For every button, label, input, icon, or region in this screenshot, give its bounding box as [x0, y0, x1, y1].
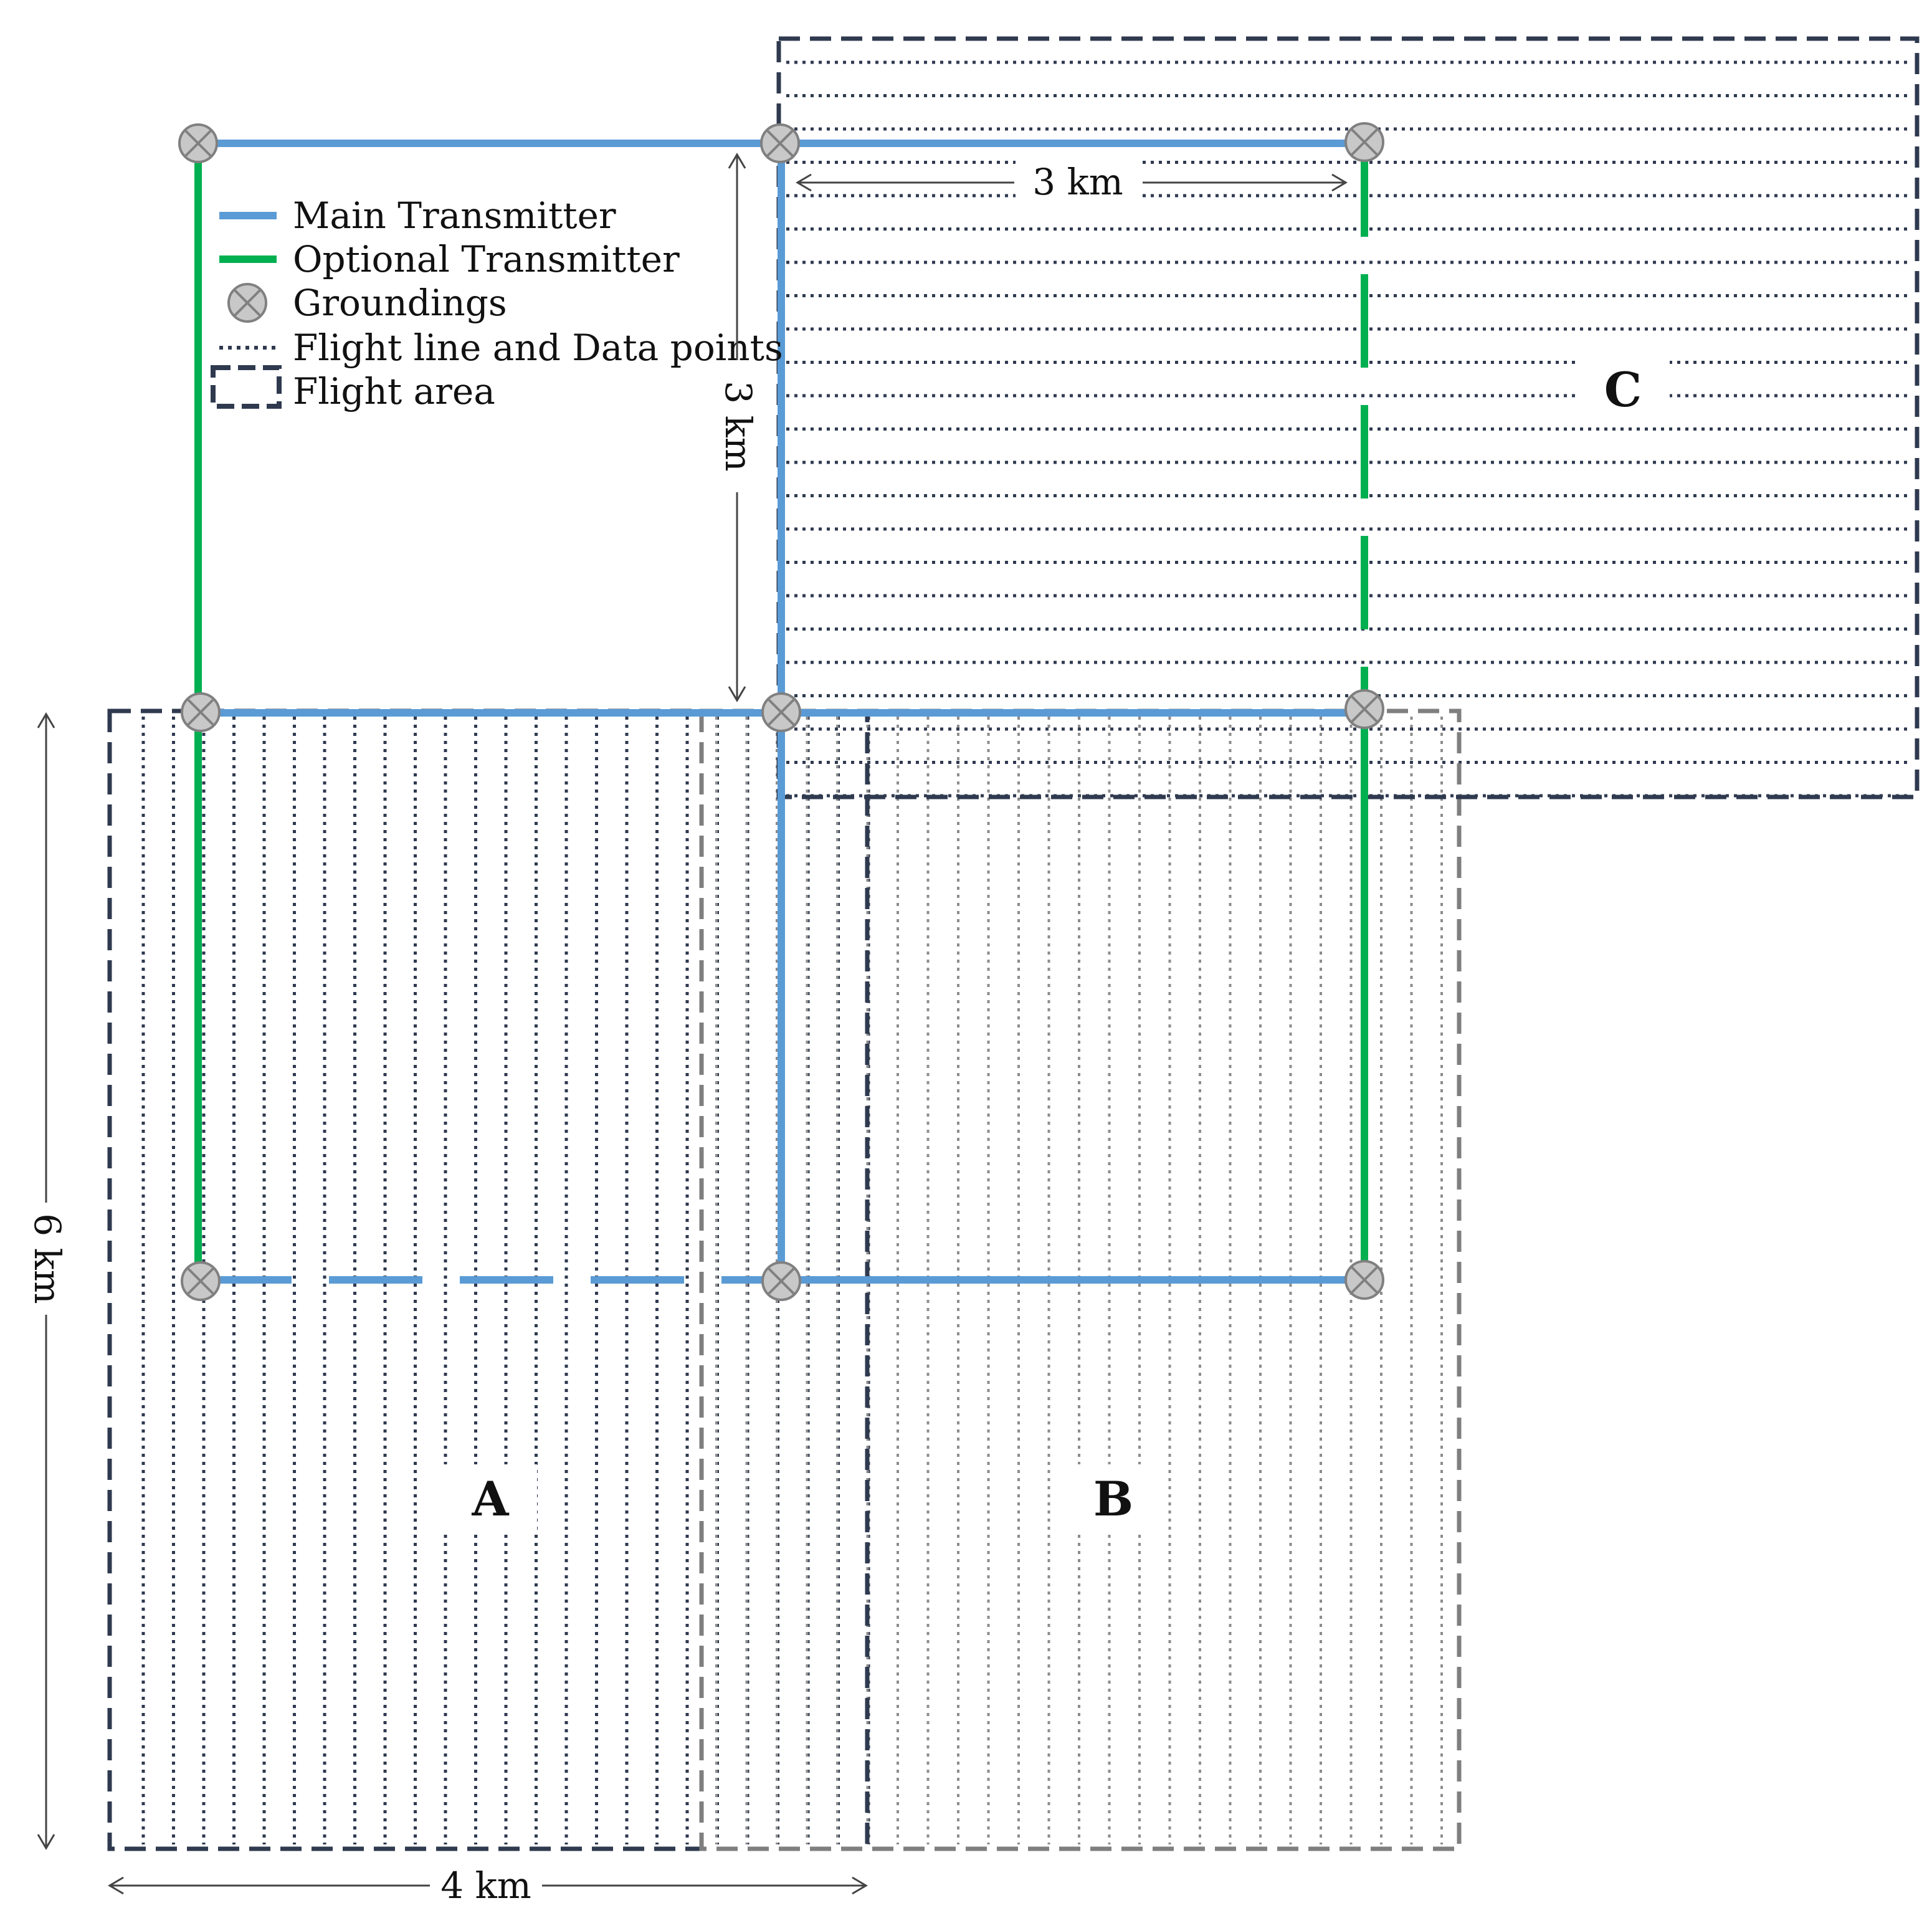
area-a-label-background — [444, 1464, 537, 1533]
area-b-flight-lines — [715, 717, 1443, 1844]
dimension-width-top-label: 3 km — [1032, 161, 1123, 203]
grounding-icon — [1344, 1260, 1384, 1300]
transmitter-lines — [194, 140, 1368, 1284]
legend-grounding-icon — [227, 283, 267, 323]
grounding-icon — [1344, 122, 1384, 162]
legend-background — [206, 181, 741, 424]
dimension-width-bottom-arrowhead-left — [108, 1876, 124, 1895]
dimension-width-top-arrowhead-right — [1331, 173, 1348, 192]
dimension-height-top: 3 km — [717, 153, 759, 702]
area-b-label: B — [1093, 1471, 1133, 1527]
dimension-height-left-label: 6 km — [26, 1213, 69, 1304]
dimension-width-top-bg — [1016, 156, 1140, 206]
grounding-icon — [181, 1261, 221, 1301]
dimension-height-top-arrowhead-down — [728, 686, 746, 702]
grounding-icon — [760, 123, 800, 163]
dimension-width-top: 3 km — [796, 156, 1348, 206]
legend-flight-area-swatch — [211, 365, 282, 409]
dimension-width-bottom-label: 4 km — [440, 1864, 531, 1905]
legend-main-transmitter-label: Main Transmitter — [293, 194, 616, 237]
dimension-width-bottom-arrowhead-right — [852, 1876, 868, 1895]
grounding-icon — [761, 1261, 801, 1301]
groundings — [178, 122, 1384, 1301]
dimension-height-top-arrowhead-up — [728, 153, 746, 169]
legend-flight-area-label: Flight area — [293, 370, 495, 413]
grounding-icon — [178, 123, 218, 163]
dimension-height-left-arrowhead-up — [37, 712, 55, 728]
grounding-icon — [181, 692, 221, 732]
dimension-height-left: 6 km — [26, 712, 69, 1850]
grounding-icon — [761, 692, 801, 732]
area-c-label: C — [1604, 362, 1642, 417]
dimension-height-top-label: 3 km — [717, 381, 759, 471]
area-c-label-background — [1576, 355, 1670, 424]
legend: Main Transmitter Optional Transmitter Gr… — [206, 181, 783, 424]
dimension-height-left-arrowhead-down — [37, 1834, 55, 1850]
area-b-label-background — [1067, 1464, 1160, 1533]
legend-optional-transmitter-label: Optional Transmitter — [293, 238, 680, 280]
dimension-width-bottom: 4 km — [108, 1864, 868, 1907]
area-c-flight-lines — [786, 60, 1910, 798]
area-a-label: A — [472, 1471, 510, 1527]
dimension-width-top-arrowhead-left — [796, 173, 812, 192]
legend-flight-line-label: Flight line and Data points — [293, 327, 783, 369]
grounding-icon — [1344, 689, 1384, 729]
legend-groundings-label: Groundings — [293, 282, 507, 324]
